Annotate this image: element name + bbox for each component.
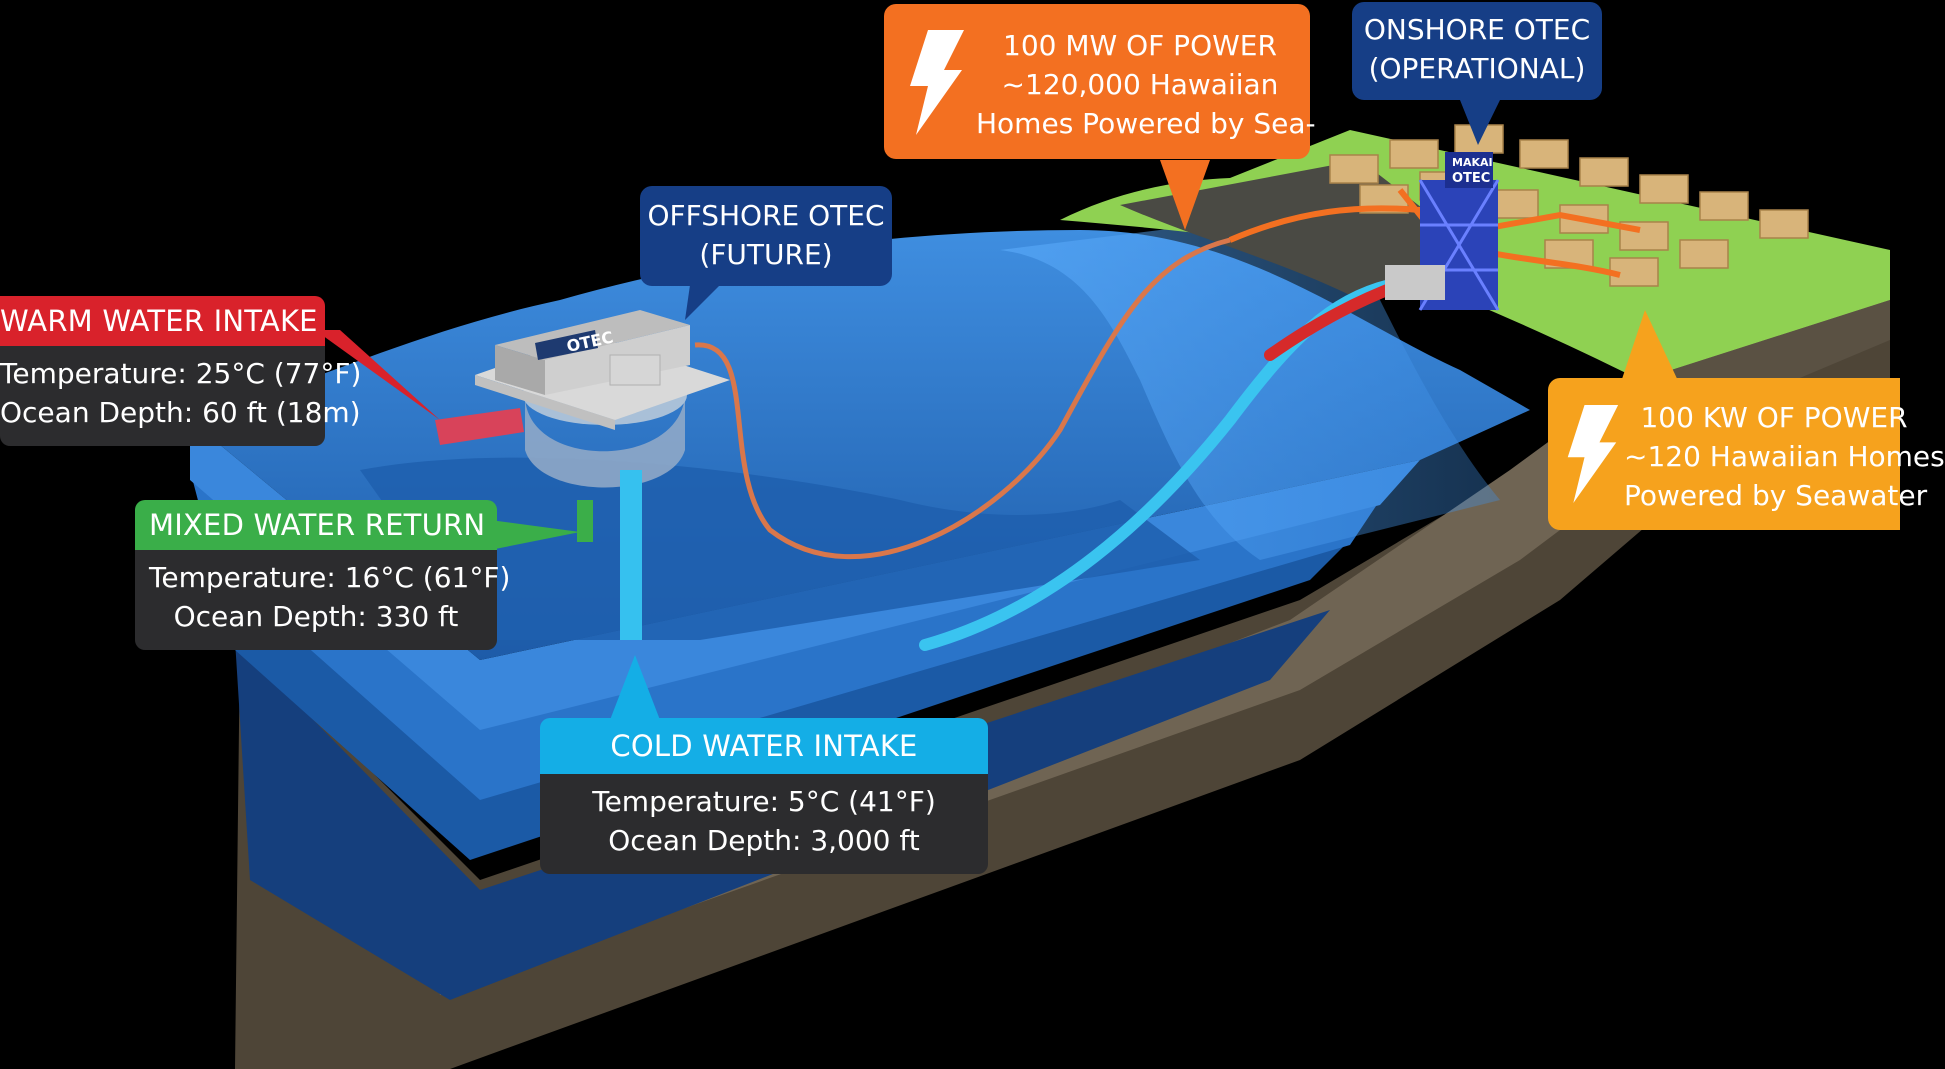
offshore-otec-callout: OFFSHORE OTEC (FUTURE) <box>640 186 892 286</box>
mixed-water-return-title: MIXED WATER RETURN <box>135 500 497 550</box>
offshore-power-amount: 100 MW OF POWER <box>1003 29 1277 62</box>
cold-water-intake-temperature: Temperature: 5°C (41°F) <box>592 785 936 818</box>
tower-label-otec: OTEC <box>1452 171 1490 186</box>
offshore-power-source: Homes Powered by Sea- <box>976 107 1316 140</box>
warm-water-intake-callout: WARM WATER INTAKE Temperature: 25°C (77°… <box>0 296 362 446</box>
offshore-power-homes: ~120,000 Hawaiian <box>1001 68 1279 101</box>
offshore-power-callout: 100 MW OF POWER ~120,000 Hawaiian Homes … <box>884 4 1316 159</box>
warm-water-intake-depth: Ocean Depth: 60 ft (18m) <box>0 396 361 429</box>
offshore-otec-title: OFFSHORE OTEC <box>647 199 885 232</box>
warm-water-intake-title: WARM WATER INTAKE <box>0 296 325 346</box>
cold-water-intake-title: COLD WATER INTAKE <box>540 718 988 774</box>
onshore-otec-title: ONSHORE OTEC <box>1363 13 1591 46</box>
offshore-otec-pointer <box>685 285 720 320</box>
offshore-platform <box>435 310 730 640</box>
offshore-power-cable <box>694 237 1231 560</box>
onshore-otec-tower <box>1385 152 1500 311</box>
tower-label-makai: MAKAI <box>1452 156 1493 169</box>
onshore-power-source: Powered by Seawater <box>1624 479 1928 512</box>
offshore-otec-status: (FUTURE) <box>699 238 833 271</box>
onshore-otec-status: (OPERATIONAL) <box>1368 52 1586 85</box>
offshore-power-pointer <box>1160 160 1210 230</box>
cold-water-intake-callout: COLD WATER INTAKE Temperature: 5°C (41°F… <box>540 718 988 874</box>
mixed-water-return-callout: MIXED WATER RETURN Temperature: 16°C (61… <box>135 500 511 650</box>
onshore-otec-pointer <box>1460 100 1500 145</box>
onshore-power-homes: ~120 Hawaiian Homes <box>1624 440 1945 473</box>
onshore-power-callout: 100 KW OF POWER ~120 Hawaiian Homes Powe… <box>1548 378 1945 530</box>
mixed-water-return-depth: Ocean Depth: 330 ft <box>173 600 459 633</box>
onshore-otec-callout: ONSHORE OTEC (OPERATIONAL) <box>1352 2 1602 100</box>
mixed-water-return-temperature: Temperature: 16°C (61°F) <box>149 561 511 594</box>
cold-intake-pointer <box>610 655 660 720</box>
cold-water-intake-depth: Ocean Depth: 3,000 ft <box>608 824 920 857</box>
warm-water-intake-temperature: Temperature: 25°C (77°F) <box>0 357 362 390</box>
onshore-power-amount: 100 KW OF POWER <box>1640 401 1908 434</box>
lightning-bolt-icon <box>910 30 964 135</box>
mixed-return-pointer <box>490 520 580 550</box>
warm-intake-pointer <box>315 330 440 420</box>
ocean-trough <box>360 457 1200 640</box>
lightning-bolt-icon <box>1567 405 1619 503</box>
onshore-power-pointer <box>1620 310 1680 385</box>
